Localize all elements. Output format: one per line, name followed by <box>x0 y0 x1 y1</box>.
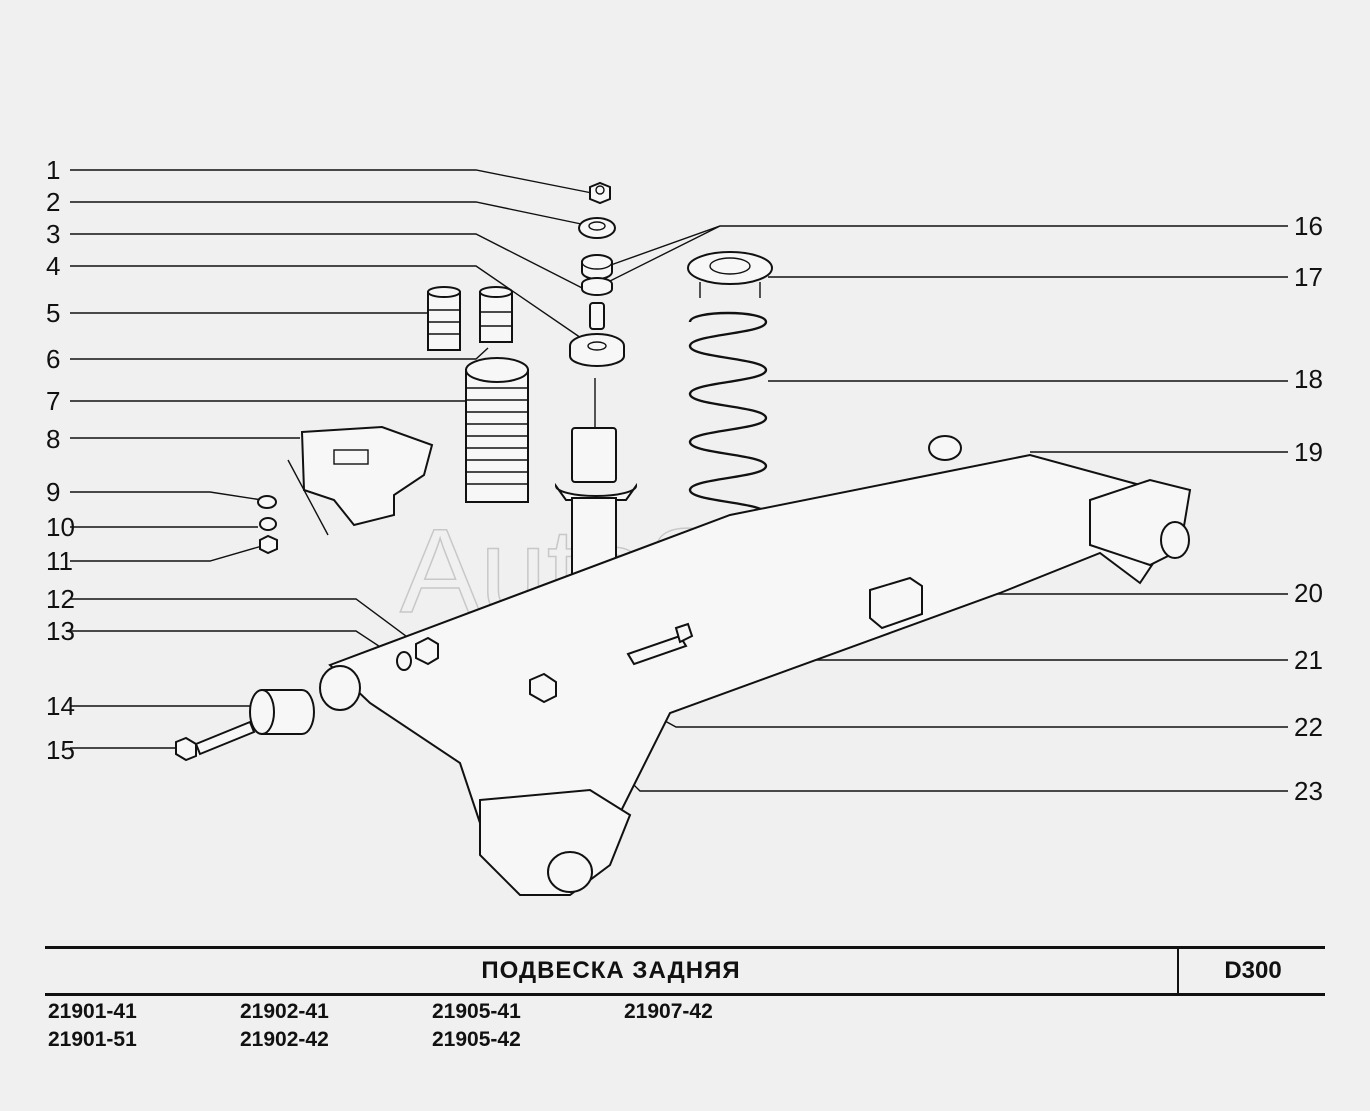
part-washers-9-11 <box>257 495 278 555</box>
callout-7: 7 <box>46 386 60 416</box>
part-bushing-20 <box>869 576 923 630</box>
part-spring-pad-17 <box>687 251 773 298</box>
part-bracket-8 <box>287 425 434 536</box>
part-nut-12 <box>415 636 439 666</box>
callout-21: 21 <box>1294 645 1323 675</box>
callout-17: 17 <box>1294 262 1323 292</box>
part-washer-2 <box>578 217 616 239</box>
model-code: 21907-42 <box>624 1000 713 1023</box>
part-nut-1 <box>589 181 611 205</box>
callout-5: 5 <box>46 298 60 328</box>
title-block: ПОДВЕСКА ЗАДНЯЯ D300 <box>45 946 1325 996</box>
callout-22: 22 <box>1294 712 1323 742</box>
model-code: 21905-42 <box>432 1028 521 1051</box>
model-code: 21905-41 <box>432 1000 521 1023</box>
callout-19: 19 <box>1294 437 1323 467</box>
part-cushion-16 <box>581 254 613 296</box>
part-boot-7 <box>465 357 529 503</box>
callout-3: 3 <box>46 219 60 249</box>
part-washer-13 <box>396 651 412 671</box>
callout-9: 9 <box>46 477 60 507</box>
part-support-4 <box>569 333 625 367</box>
callout-11: 11 <box>46 546 73 576</box>
part-silent-block-14 <box>249 689 315 735</box>
left-callout-numbers: 1 2 3 4 5 6 7 8 9 10 11 12 13 14 15 <box>46 155 75 765</box>
callout-23: 23 <box>1294 776 1323 806</box>
callout-2: 2 <box>46 187 60 217</box>
model-code: 21901-51 <box>48 1028 137 1051</box>
part-nut-23 <box>529 672 557 704</box>
callout-6: 6 <box>46 344 60 374</box>
model-code: 21902-42 <box>240 1028 329 1051</box>
part-spacer-3 <box>589 302 605 330</box>
part-rear-beam-19 <box>319 435 1192 896</box>
callout-15: 15 <box>46 735 75 765</box>
callout-16: 16 <box>1294 211 1323 241</box>
callout-8: 8 <box>46 424 60 454</box>
right-callout-numbers: 16 17 18 19 20 21 22 23 <box>1294 211 1323 806</box>
model-code: 21901-41 <box>48 1000 137 1023</box>
callout-20: 20 <box>1294 578 1323 608</box>
callout-18: 18 <box>1294 364 1323 394</box>
diagram-code: D300 <box>1177 949 1327 993</box>
model-code: 21902-41 <box>240 1000 329 1023</box>
diagram-title: ПОДВЕСКА ЗАДНЯЯ <box>481 957 741 984</box>
part-bumpers-5-6 <box>427 286 513 351</box>
part-bolt-15 <box>175 720 256 762</box>
part-bolt-21 <box>626 622 694 666</box>
callout-1: 1 <box>46 155 60 185</box>
callout-4: 4 <box>46 251 60 281</box>
